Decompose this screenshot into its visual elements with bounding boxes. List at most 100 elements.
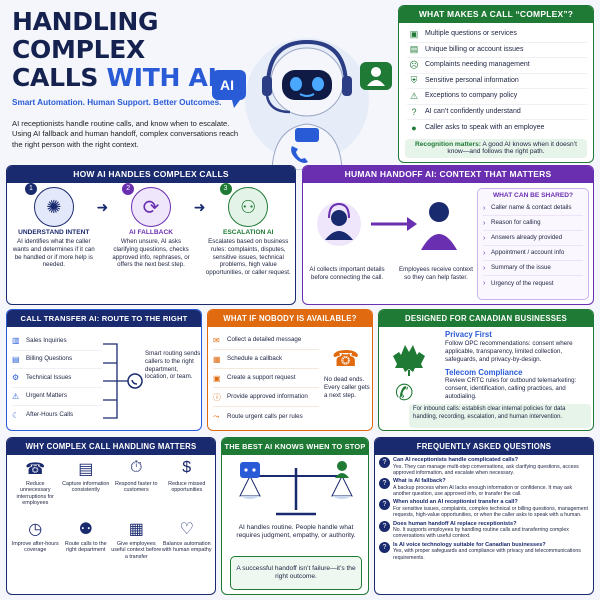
step-text: AI identifies what the caller wants and … — [12, 238, 95, 269]
step-number: 1 — [25, 183, 37, 195]
why-item: ▦Give employees useful context before a … — [111, 521, 162, 560]
arrow-right-icon: ➜ — [96, 199, 109, 215]
nobody-title: WHAT IF NOBODY IS AVAILABLE? — [208, 310, 372, 327]
interruption-icon: ☎ — [25, 461, 46, 478]
privacy-text: Follow OPC recommendations: consent wher… — [445, 340, 573, 363]
maple-leaf-icon — [389, 336, 429, 376]
team-icon: ⚉ — [78, 521, 93, 538]
faq-list: ?Can AI receptionists handle complicated… — [375, 455, 593, 561]
list-item: ›Summary of the issue — [483, 261, 583, 276]
question-icon: ? — [379, 520, 390, 532]
best-quote: A successful handoff isn’t failure—it’s … — [230, 556, 362, 590]
list-item: ›Caller name & contact details — [483, 201, 583, 216]
nobody-panel: WHAT IF NOBODY IS AVAILABLE? ✉Collect a … — [207, 309, 373, 431]
why-item: ⏱Respond faster to customers — [111, 459, 162, 517]
faq-item[interactable]: ?Is AI voice technology suitable for Can… — [379, 541, 589, 561]
faq-item[interactable]: ?When should an AI receptionist transfer… — [379, 499, 589, 518]
complex-title: WHAT MAKES A CALL “COMPLEX”? — [399, 6, 593, 23]
list-item: ›Answers already provided — [483, 231, 583, 246]
shared-box: WHAT CAN BE SHARED? ›Caller name & conta… — [477, 188, 589, 300]
why-item: ☎Reduce unnecessary interruptions for em… — [10, 459, 61, 517]
list-item: ›Appointment / account info — [483, 246, 583, 261]
list-item: ?AI can’t confidently understand — [407, 105, 587, 120]
routing-lines-icon — [103, 343, 143, 419]
transfer-panel: CALL TRANSFER AI: ROUTE TO THE RIGHT PER… — [6, 309, 202, 431]
stopwatch-icon: ⏱ — [130, 459, 143, 476]
best-panel: THE BEST AI KNOWS WHEN TO STOP AI handle… — [221, 437, 369, 595]
person-icon: ● — [411, 122, 417, 133]
why-grid: ☎Reduce unnecessary interruptions for em… — [7, 455, 215, 577]
refresh-icon: ⟳ — [131, 187, 171, 227]
question-icon: ? — [379, 457, 390, 468]
network-icon: ⚇ — [228, 187, 269, 227]
alert-icon: ⚠ — [12, 391, 20, 401]
heart-balance-icon: ♡ — [179, 521, 194, 538]
chevron-right-icon: › — [483, 249, 486, 257]
faq-item[interactable]: ?Can AI receptionists handle complicated… — [379, 457, 589, 476]
tagline: Smart Automation. Human Support. Better … — [12, 98, 222, 107]
list-item: ●Caller asks to speak with an employee — [407, 120, 587, 136]
shared-title: WHAT CAN BE SHARED? — [492, 192, 574, 199]
page-title: HANDLING COMPLEX CALLS WITH AI — [12, 7, 217, 92]
chart-icon: ▥ — [12, 336, 20, 346]
handoff-people-icon — [317, 202, 457, 250]
list-item: ▥Sales Inquiries — [12, 332, 102, 351]
list-item: ▤Billing Questions — [12, 351, 102, 369]
brain-icon: ✺ — [33, 187, 74, 227]
chat-icon: ▣ — [409, 28, 419, 39]
handoff-caption-2: Employees receive context so they can he… — [399, 266, 473, 281]
question-icon: ? — [379, 499, 390, 511]
chevron-right-icon: › — [483, 280, 486, 287]
list-item: ⤳Route urgent calls per rules — [213, 411, 303, 421]
document-icon: ▦ — [128, 521, 144, 538]
clock-icon: ◷ — [28, 521, 43, 538]
how-steps: ✺ 1 UNDERSTAND INTENT AI identifies what… — [7, 183, 295, 277]
ai-bubble-label: AI — [220, 77, 234, 93]
faq-item[interactable]: ?What is AI fallback?A backup process wh… — [379, 478, 589, 497]
best-title: THE BEST AI KNOWS WHEN TO STOP — [222, 438, 368, 455]
complex-list: ▣Multiple questions or services ▤Unique … — [399, 23, 593, 136]
how-step: ⚇ 3 ESCALATION AI Escalates based on bus… — [205, 183, 292, 277]
list-item: ☹Complaints needing management — [407, 58, 587, 74]
dollar-icon: $ — [182, 459, 192, 476]
transfer-list: ▥Sales Inquiries ▤Billing Questions ⚙Tec… — [12, 332, 102, 425]
how-step: ✺ 1 UNDERSTAND INTENT AI identifies what… — [11, 183, 97, 277]
shared-list: ›Caller name & contact details ›Reason f… — [478, 201, 588, 291]
handoff-title: HUMAN HANDOFF AI: CONTEXT THAT MATTERS — [303, 166, 593, 183]
list-item: ▣Create a support request — [213, 369, 319, 388]
transfer-text: Smart routing sends callers to the right… — [145, 350, 201, 381]
why-item: ♡Balance automation with human empathy — [161, 521, 212, 554]
how-step: ⟳ 2 AI FALLBACK When unsure, AI asks cla… — [108, 183, 194, 277]
step-text: Escalates based on business rules: compl… — [205, 238, 291, 276]
why-item: ⚉Route calls to the right department — [61, 519, 112, 577]
step-title: ESCALATION AI — [222, 229, 274, 236]
step-number: 2 — [122, 183, 135, 195]
chevron-right-icon: › — [483, 264, 486, 272]
arrow-right-icon: ➜ — [193, 199, 206, 215]
message-icon: ✉ — [213, 335, 220, 345]
angry-face-icon: ☹ — [409, 59, 419, 70]
why-panel: WHY COMPLEX CALL HANDLING MATTERS ☎Reduc… — [6, 437, 216, 595]
chevron-right-icon: › — [483, 204, 486, 212]
list-item: ☾After-Hours Calls — [12, 410, 74, 420]
info-icon: ⓘ — [213, 392, 221, 402]
list-item: ▦Schedule a callback — [213, 350, 319, 369]
list-item: ›Urgency of the request — [483, 279, 554, 287]
robot-illustration: AI — [212, 20, 397, 171]
why-title: WHY COMPLEX CALL HANDLING MATTERS — [7, 438, 215, 455]
telecom-text: Review CRTC rules for outbound telemarke… — [445, 377, 577, 400]
why-item: ◷Improve after-hours coverage — [11, 521, 59, 554]
chevron-right-icon: › — [483, 234, 486, 242]
why-item: $Reduce missed opportunities — [162, 459, 213, 517]
list-item: ›Reason for calling — [483, 216, 583, 231]
card-icon: ▤ — [409, 44, 419, 55]
transfer-title: CALL TRANSFER AI: ROUTE TO THE RIGHT PER… — [7, 310, 201, 340]
step-number: 3 — [219, 183, 232, 195]
step-title: UNDERSTAND INTENT — [18, 229, 90, 236]
shield-icon: ⛨ — [410, 75, 418, 86]
faq-item[interactable]: ?Does human handoff AI replace reception… — [379, 520, 589, 540]
how-title: HOW AI HANDLES COMPLEX CALLS — [7, 166, 295, 183]
billing-icon: ▤ — [12, 354, 20, 364]
question-icon: ? — [379, 478, 390, 490]
